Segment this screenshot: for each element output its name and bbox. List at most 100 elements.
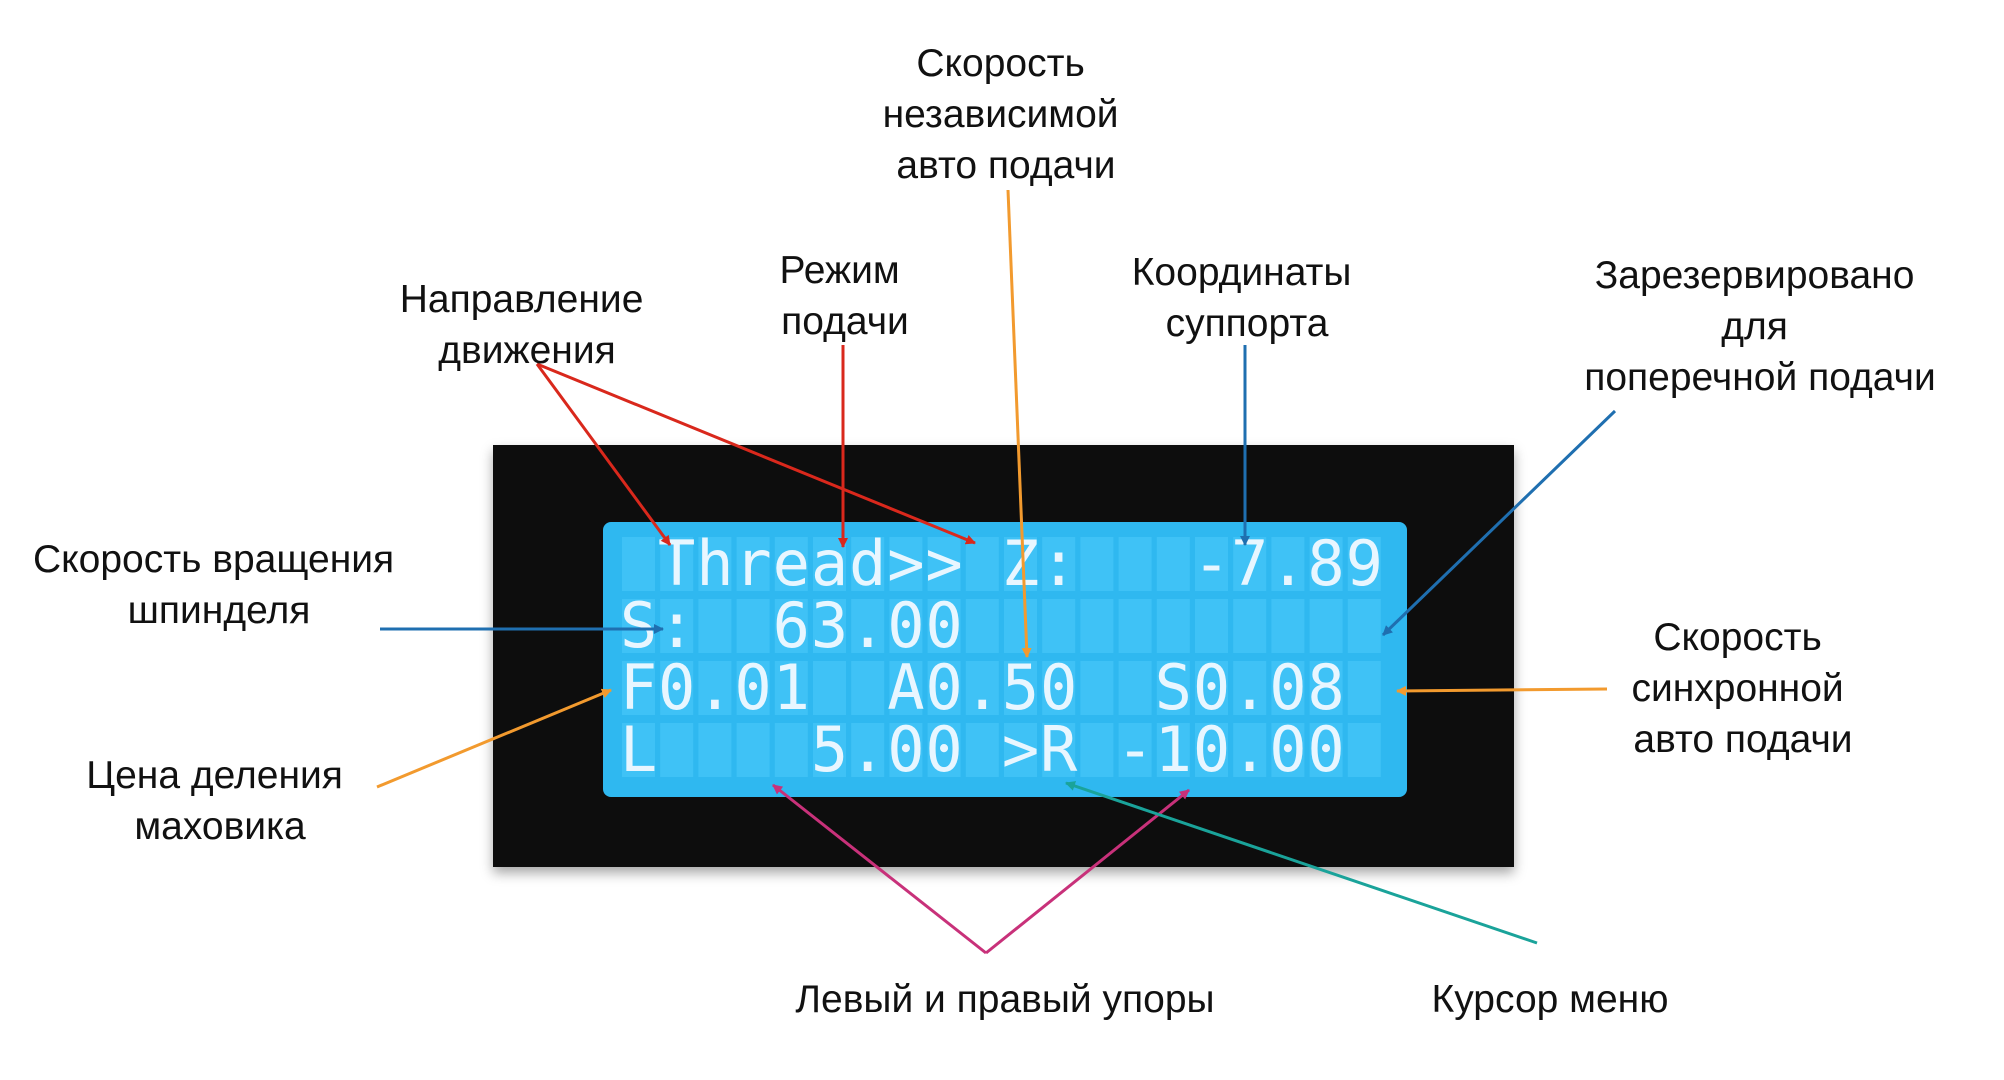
lcd-char: 7 [1231, 527, 1268, 600]
lcd-cell [1042, 599, 1076, 653]
label-spindle-speed: Скорость вращения шпинделя [33, 538, 405, 632]
lcd-cell [1080, 723, 1114, 777]
lcd-cell [813, 599, 846, 653]
lcd-char: r [734, 527, 771, 600]
lcd-char: : [1040, 527, 1077, 600]
lcd-char: 0 [1269, 651, 1306, 724]
lcd-cell [660, 537, 694, 591]
lcd-cell [1195, 537, 1228, 591]
lcd-char: - [1116, 713, 1153, 786]
lcd-cell [1347, 599, 1381, 653]
lcd-cell [889, 599, 923, 653]
lcd-char: 0 [887, 713, 924, 786]
lcd-char: 5 [1002, 651, 1039, 724]
lcd-char: 0 [1193, 651, 1230, 724]
lcd-char: 5 [811, 713, 848, 786]
lcd-cell [1004, 723, 1037, 777]
lcd-cell [1080, 537, 1114, 591]
lcd-cell [1004, 537, 1037, 591]
lcd-cell [1347, 537, 1381, 591]
lcd-cell [698, 599, 732, 653]
callout-labels: Скорость независимой авто подачи Режим п… [33, 42, 1936, 1021]
lcd-char: . [849, 713, 886, 786]
lcd-cell [927, 599, 961, 653]
lcd-cell [1195, 661, 1228, 715]
lcd-cell [851, 599, 885, 653]
lcd-cell [1195, 723, 1228, 777]
lcd-char: R [1040, 713, 1078, 786]
lcd-cell [774, 599, 808, 653]
lcd-cell [1233, 723, 1267, 777]
label-auto-feed-speed: Скорость независимой авто подачи [883, 42, 1130, 187]
lcd-cell [774, 723, 808, 777]
lcd-cell [622, 599, 655, 653]
lcd-cell [927, 723, 961, 777]
lcd-cell [1156, 723, 1190, 777]
lcd-char: : [658, 589, 695, 662]
lcd-char: . [1269, 527, 1306, 600]
label-direction: Направление движения [400, 278, 654, 372]
arrow-stop-left [772, 783, 987, 955]
lcd-char: L [620, 713, 657, 786]
lcd-char: S [620, 589, 657, 662]
arrow-direction-right [536, 362, 976, 545]
lcd-cell [889, 661, 923, 715]
lcd-cell [1042, 723, 1076, 777]
lcd-cell [622, 723, 655, 777]
lcd-char: Z [1002, 527, 1039, 600]
lcd-cell [736, 599, 770, 653]
lcd-char: 0 [925, 651, 962, 724]
lcd-char: h [696, 527, 733, 600]
lcd-char: 0 [1193, 713, 1230, 786]
lcd-cell [1156, 599, 1190, 653]
lcd-cell [851, 537, 885, 591]
arrow-stop-right [985, 788, 1190, 955]
lcd-char: 0 [658, 651, 695, 724]
lcd-cell [1118, 661, 1152, 715]
arrow-auto-feed-speed [1006, 189, 1032, 658]
lcd-cell [851, 723, 885, 777]
lcd-char: . [964, 651, 1001, 724]
lcd-cell [1271, 599, 1305, 653]
lcd-cell [1080, 661, 1114, 715]
lcd-char: . [1231, 651, 1268, 724]
label-handwheel-division: Цена деления маховика [86, 754, 354, 848]
lcd-cell [1271, 537, 1305, 591]
lcd-cell [1195, 599, 1228, 653]
label-reserved: Зарезервировано для поперечной подачи [1584, 254, 1936, 399]
lcd-char: > [1002, 713, 1039, 786]
lcd-cell [1042, 661, 1076, 715]
label-feed-mode: Режим подачи [779, 249, 910, 343]
lcd-cell [736, 661, 770, 715]
lcd-cell [774, 537, 808, 591]
lcd-cell [1004, 599, 1037, 653]
label-stops: Левый и правый упоры [795, 978, 1214, 1021]
lcd-char: 3 [811, 589, 848, 662]
lcd-cell [622, 537, 655, 591]
lcd-char: 0 [1269, 713, 1306, 786]
lcd-cell [1309, 661, 1343, 715]
lcd-cell [927, 537, 961, 591]
lcd-cell [736, 723, 770, 777]
lcd-cell [813, 661, 846, 715]
arrow-menu-cursor [1065, 781, 1538, 945]
lcd-cell [698, 723, 732, 777]
lcd-cell [813, 723, 846, 777]
lcd-cell [1271, 723, 1305, 777]
lcd-cell [1004, 661, 1037, 715]
lcd-cell [1233, 661, 1267, 715]
lcd-char: 8 [1307, 651, 1344, 724]
lcd-cell [851, 661, 885, 715]
lcd-char: 8 [1307, 527, 1344, 600]
lcd-cell [965, 537, 999, 591]
lcd-char: - [1193, 527, 1230, 600]
lcd-char: 1 [1155, 713, 1192, 786]
lcd-cell [698, 537, 732, 591]
lcd-char: 0 [925, 713, 962, 786]
lcd-cell [927, 661, 961, 715]
lcd-cell [1309, 723, 1343, 777]
lcd-cell [1309, 537, 1343, 591]
lcd-char: 6 [773, 589, 810, 662]
